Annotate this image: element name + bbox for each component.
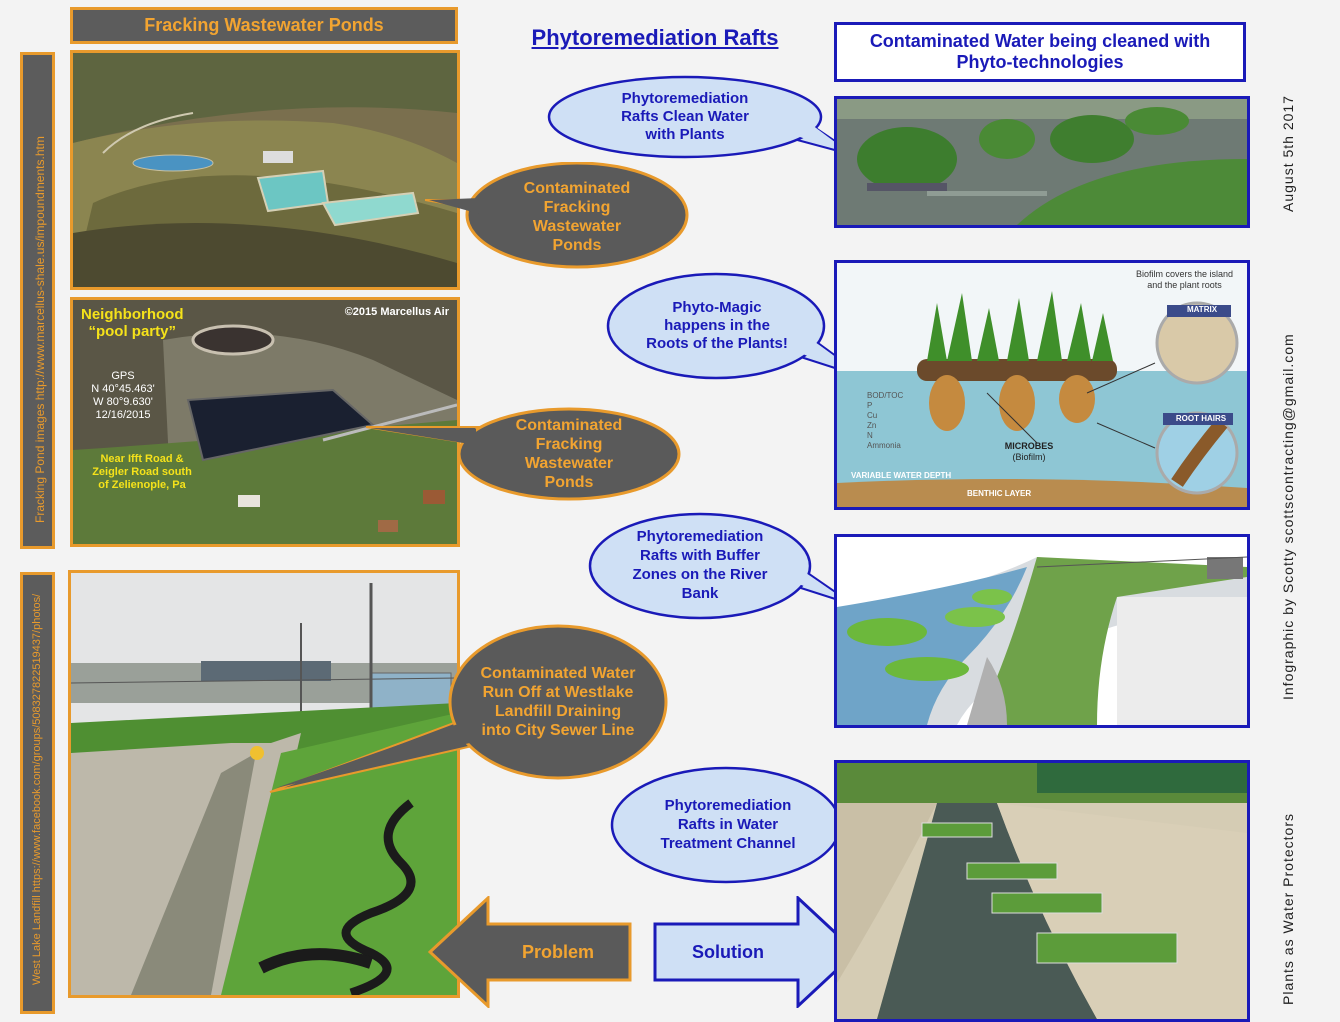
rafts-pond-photo — [834, 96, 1250, 228]
variable-depth-label: VARIABLE WATER DEPTH — [851, 471, 952, 480]
pollutant-p: P — [867, 401, 873, 410]
fracking-source-caption: Fracking Pond images http://www.marcellu… — [33, 136, 47, 523]
root-hairs-label: ROOT HAIRS — [1175, 414, 1227, 423]
pool-party-title-line2: “pool party” — [88, 323, 176, 340]
benthic-label: BENTHIC LAYER — [967, 489, 1032, 498]
pollutant-n: N — [867, 431, 873, 440]
tagline: Plants as Water Protectors — [1280, 813, 1296, 1005]
location-line3: of Zelienople, Pa — [98, 479, 186, 491]
buffer-zones-callout-text: Phytoremediation Rafts with Buffer Zones… — [632, 528, 768, 602]
cleaned-water-title: Contaminated Water being cleaned with Ph… — [869, 31, 1211, 72]
runoff-callout: Contaminated Water Run Off at Westlake L… — [262, 620, 672, 800]
date-signature: August 5th 2017 — [1280, 95, 1296, 212]
infographic-credit: Infographic by Scotty scottscontracting@… — [1280, 333, 1296, 700]
problem-arrow: Problem — [428, 896, 634, 1008]
landfill-runoff-photo — [68, 570, 460, 998]
microbes-line1: MICROBES — [1004, 441, 1054, 451]
fracking-ponds-title: Fracking Wastewater Ponds — [144, 15, 384, 35]
solution-arrow: Solution — [652, 896, 858, 1008]
treatment-channel-callout-text: Phytoremediation Rafts in Water Treatmen… — [660, 796, 796, 852]
landfill-source-caption: West Lake Landfill https://www.facebook.… — [31, 593, 43, 985]
location-block: Near Ifft Road & Zeigler Road south of Z… — [87, 453, 197, 492]
location-line1: Near Ifft Road & — [100, 453, 184, 465]
buffer-zones-callout: Phytoremediation Rafts with Buffer Zones… — [586, 510, 861, 622]
pool-party-title: Neighborhood “pool party” — [81, 306, 183, 340]
page-title: Phytoremediation Rafts — [531, 25, 779, 50]
gps-north: N 40°45.463' — [91, 383, 155, 395]
matrix-label: MATRIX — [1186, 305, 1218, 314]
biofilm-note-line2: and the plant roots — [1147, 280, 1222, 290]
pool-party-title-line1: Neighborhood — [81, 306, 184, 323]
landfill-source-box: West Lake Landfill https://www.facebook.… — [20, 572, 55, 1014]
microbes-line2: (Biofilm) — [1012, 452, 1046, 462]
gps-date: 12/16/2015 — [95, 409, 151, 421]
fracking-source-box: Fracking Pond images http://www.marcellu… — [20, 52, 55, 549]
location-line2: Zeigler Road south — [92, 466, 192, 478]
rafts-clean-callout: Phytoremediation Rafts Clean Water with … — [545, 74, 865, 166]
floating-island-diagram: Biofilm covers the island and the plant … — [834, 260, 1250, 510]
biofilm-note: Biofilm covers the island and the plant … — [1136, 269, 1233, 291]
pond2-callout: Contaminated Fracking Wastewater Ponds — [366, 405, 686, 503]
pond1-callout-text: Contaminated Fracking Wastewater Ponds — [523, 180, 631, 254]
phyto-magic-callout-text: Phyto-Magic happens in the Roots of the … — [646, 299, 788, 352]
fracking-ponds-photo-1 — [70, 50, 460, 290]
fracking-ponds-title-box: Fracking Wastewater Ponds — [70, 7, 458, 44]
pond2-callout-text: Contaminated Fracking Wastewater Ponds — [515, 417, 623, 491]
pond1-callout: Contaminated Fracking Wastewater Ponds — [425, 162, 695, 272]
runoff-callout-text: Contaminated Water Run Off at Westlake L… — [480, 665, 636, 739]
gps-block: GPS N 40°45.463' W 80°9.630' 12/16/2015 — [85, 370, 161, 422]
pollutant-bod: BOD/TOC — [867, 391, 904, 400]
pollutant-zn: Zn — [867, 421, 877, 430]
gps-west: W 80°9.630' — [93, 396, 153, 408]
microbes-label: MICROBES (Biofilm) — [997, 441, 1061, 463]
problem-arrow-label: Problem — [521, 941, 595, 962]
biofilm-note-line1: Biofilm covers the island — [1135, 269, 1233, 279]
fracking-ponds-photo-2: Neighborhood “pool party” ©2015 Marcellu… — [70, 297, 460, 547]
pollutant-ammonia: Ammonia — [867, 441, 901, 450]
pollutant-cu: Cu — [867, 411, 878, 420]
cleaned-water-title-box: Contaminated Water being cleaned with Ph… — [834, 22, 1246, 82]
gps-label: GPS — [111, 370, 135, 382]
rafts-clean-callout-text: Phytoremediation Rafts Clean Water with … — [621, 90, 749, 143]
treatment-channel-photo — [834, 760, 1250, 1022]
photo-copyright: ©2015 Marcellus Air — [344, 306, 449, 318]
solution-arrow-label: Solution — [692, 941, 764, 962]
buffer-zone-illustration — [834, 534, 1250, 728]
pollutant-list: BOD/TOC P Cu Zn N Ammonia — [867, 391, 903, 451]
